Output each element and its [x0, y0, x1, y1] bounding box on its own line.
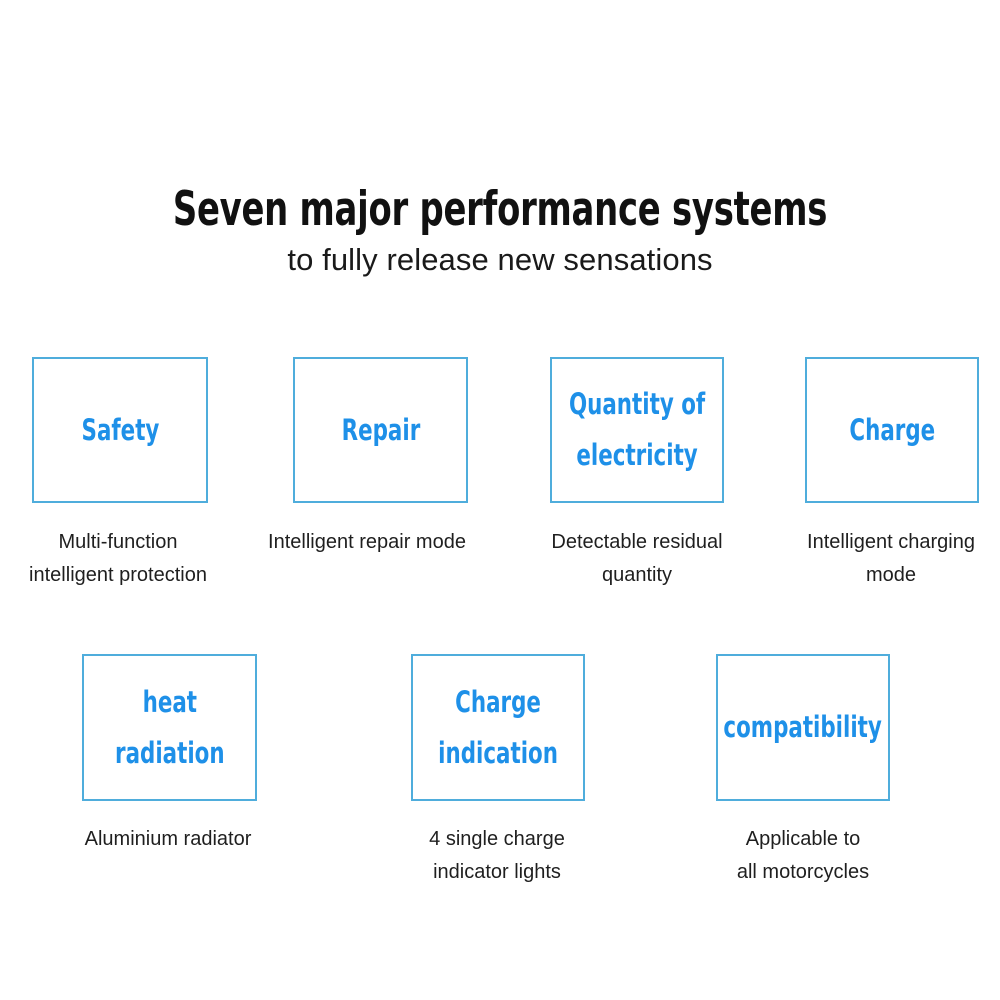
feature-box-label: Safety	[81, 405, 159, 456]
feature-caption-line: Aluminium radiator	[84, 828, 252, 850]
page-title: Seven major performance systems	[172, 182, 828, 237]
feature-caption-line: all motorcycles	[736, 861, 870, 883]
feature-box-label-line: Safety	[81, 412, 159, 447]
feature-box-label-line: indication	[438, 735, 558, 770]
feature-box[interactable]: compatibility	[716, 654, 890, 801]
feature-box[interactable]: Charge indication	[411, 654, 585, 801]
page-header: Seven major performance systems to fully…	[0, 182, 1000, 280]
feature-caption-line: quantity	[601, 564, 673, 586]
feature-caption-line: Intelligent repair mode	[268, 531, 466, 553]
feature-box[interactable]: Charge	[805, 357, 979, 503]
feature-box-label: heat radiation	[115, 677, 225, 779]
feature-box-label: Quantity of electricity	[569, 379, 705, 481]
feature-box-label-line: Quantity of	[568, 387, 706, 421]
page-subtitle: to fully release new sensations	[287, 242, 713, 277]
feature-caption: Aluminium radiator	[85, 823, 252, 856]
feature-caption: Intelligent repair mode	[268, 526, 466, 559]
feature-box[interactable]: heat radiation	[82, 654, 257, 801]
feature-caption-line: Detectable residual	[551, 531, 723, 553]
feature-caption-line: Applicable to	[745, 828, 861, 850]
feature-caption-line: Intelligent charging	[807, 531, 975, 553]
feature-box-label-line: compatibility	[723, 710, 883, 744]
feature-box-label: Repair	[341, 405, 420, 456]
feature-caption: Multi-function intelligent protection	[29, 526, 207, 592]
feature-box-label-line: Charge	[849, 412, 935, 447]
feature-caption: Applicable to all motorcycles	[737, 823, 869, 889]
feature-box[interactable]: Repair	[293, 357, 468, 503]
feature-caption: Detectable residual quantity	[551, 526, 722, 592]
feature-box-label-line: radiation	[114, 735, 225, 770]
feature-box[interactable]: Quantity of electricity	[550, 357, 724, 503]
feature-caption-line: mode	[865, 564, 917, 586]
feature-caption-line: intelligent protection	[29, 564, 207, 586]
feature-box-label: compatibility	[724, 702, 882, 753]
feature-box-label-line: Charge	[455, 684, 541, 719]
feature-caption-line: Multi-function	[58, 531, 178, 553]
feature-box-label: Charge	[849, 405, 935, 456]
feature-caption-line: indicator lights	[433, 861, 561, 883]
feature-box-label-line: Repair	[341, 412, 420, 447]
feature-caption: Intelligent charging mode	[807, 526, 975, 592]
feature-caption: 4 single charge indicator lights	[429, 823, 565, 889]
feature-box-label-line: heat	[142, 684, 197, 719]
feature-caption-line: 4 single charge	[429, 828, 565, 850]
feature-box-label: Charge indication	[438, 677, 558, 779]
feature-box-label-line: electricity	[576, 438, 698, 472]
feature-box[interactable]: Safety	[32, 357, 208, 503]
